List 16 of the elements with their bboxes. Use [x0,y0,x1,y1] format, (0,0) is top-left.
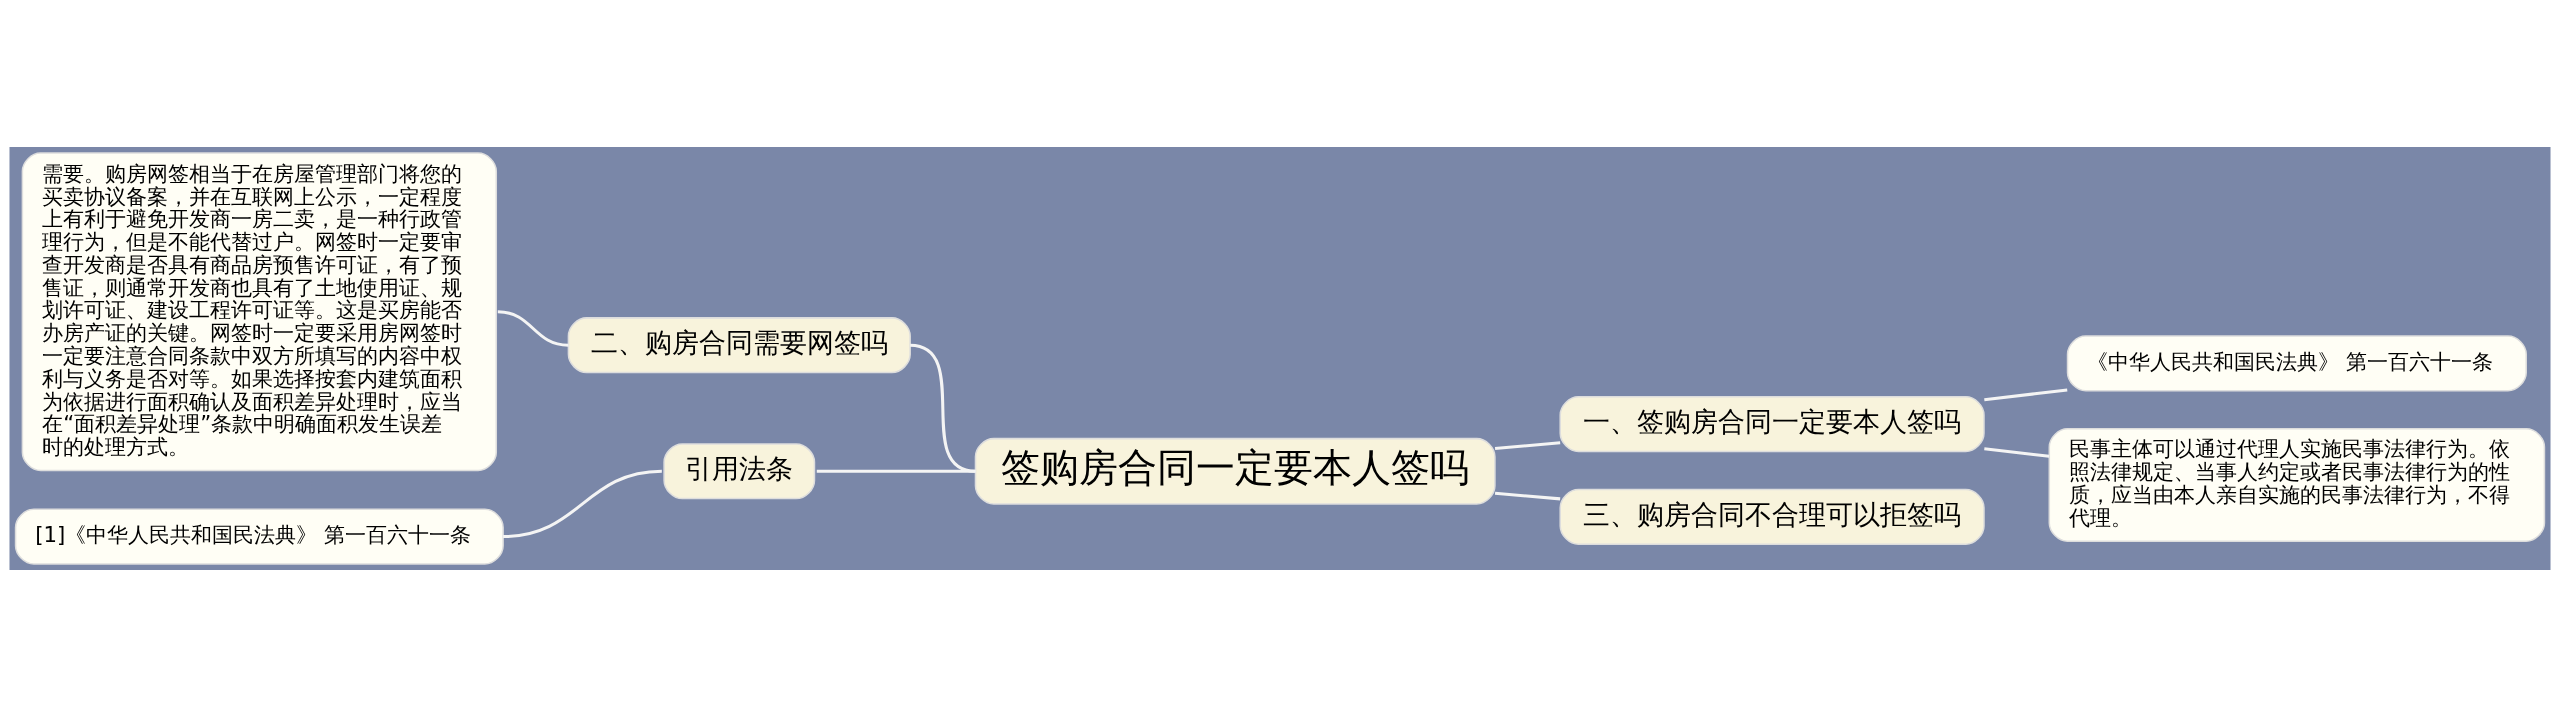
node-box: 三、购房合同不合理可以拒签吗 [1559,488,1985,545]
node-box: 二、购房合同需要网签吗 [567,316,911,373]
connector [1984,388,2068,401]
node-box: 《中华人民共和国民法典》 第一百六十一条 [2066,334,2527,392]
node-box: 签购房合同一定要本人签吗 [974,437,1496,505]
connector [1494,440,1561,450]
node-box: 引用法条 [663,442,816,499]
connector [503,469,662,538]
node-box: [1]《中华人民共和国民法典》 第一百六十一条 [14,508,504,565]
node-box: 民事主体可以通过代理人实施民事法律行为。依照法律规定、当事人约定或者民事法律行为的性质，应当由本人亲自实施的民事法律行为，不得代理。 [2048,427,2546,542]
connector [1494,491,1561,500]
node-box: 一、签购房合同一定要本人签吗 [1559,395,1985,452]
connector [1984,446,2050,458]
connector [497,309,569,347]
connector [816,469,976,473]
node-box: 需要。购房网签相当于在房屋管理部门将您的买卖协议备案，并在互联网上公示，一定程度上有利于避免开发商一房二卖，是一种行政管理行为，但是不能代替过户。网签时一定要审查开发商是否具有商品房预售许可证，有了预售证，则通常开发商也具有了土地使用证、规划许可证、建设工程许可证等。这是买房能否办房产证的关键。网签时一定要采用房网签时一定要注意合同条款中双方所填写的内容中权利与义务是否对等。如果选择按套内建筑面积为依据进行面积确认及面积差异处理时，应当在“面积差异处理”条款中明确面积发生误差时的处理方式。 [21,151,498,471]
